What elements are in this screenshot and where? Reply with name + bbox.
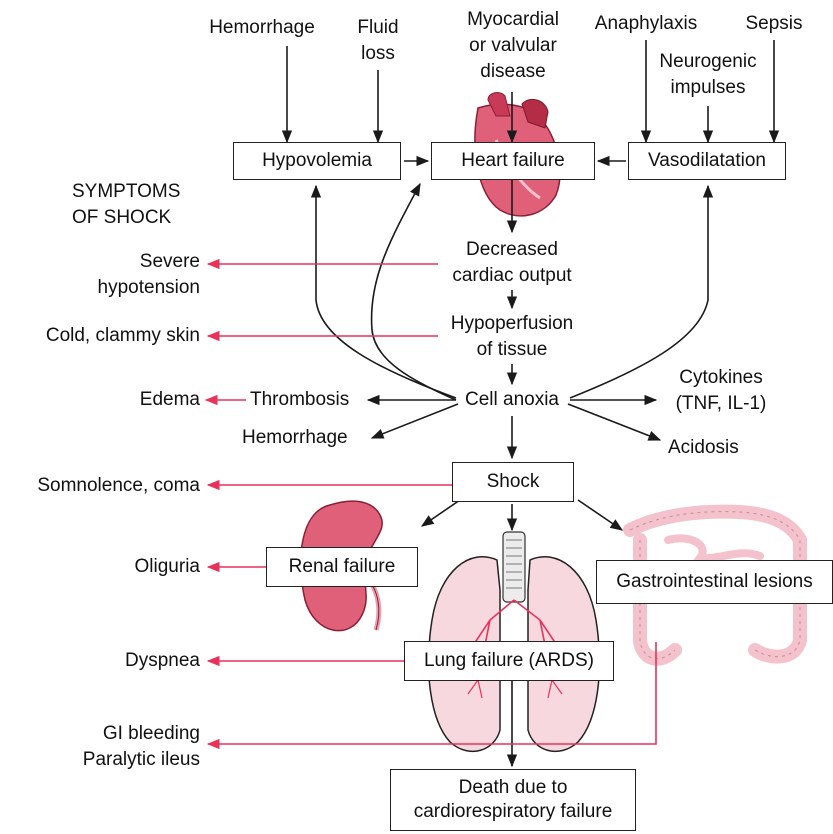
decreased-cardiac-output-line2: cardiac output: [432, 264, 592, 288]
cause-neurogenic-line1: Neurogenic: [644, 50, 772, 74]
symptom-somnolence-coma: Somnolence, coma: [0, 474, 200, 498]
death-box: Death due to cardiorespiratory failure: [390, 769, 636, 831]
symptom-paralytic-ileus: Paralytic ileus: [20, 748, 200, 772]
cause-anaphylaxis: Anaphylaxis: [582, 12, 710, 36]
hypoperfusion-line2: of tissue: [432, 338, 592, 362]
thrombosis-label: Thrombosis: [250, 388, 349, 412]
cause-myocardial-line3: disease: [448, 60, 578, 84]
symptom-gi-bleeding: GI bleeding: [40, 722, 200, 746]
cause-neurogenic-line2: impulses: [644, 76, 772, 100]
symptom-oliguria: Oliguria: [60, 555, 200, 579]
vasodilatation-box: Vasodilatation: [628, 142, 786, 180]
cause-myocardial-line2: or valvular: [448, 34, 578, 58]
gastrointestinal-lesions-box: Gastrointestinal lesions: [596, 560, 833, 604]
symptom-dyspnea: Dyspnea: [60, 649, 200, 673]
symptom-edema: Edema: [100, 388, 200, 412]
death-box-line2: cardiorespiratory failure: [414, 800, 613, 824]
symptoms-heading-line2: OF SHOCK: [72, 206, 171, 230]
cytokines-line1: Cytokines: [656, 366, 786, 390]
lung-failure-box: Lung failure (ARDS): [404, 641, 614, 681]
symptom-severe-line1: Severe: [60, 250, 200, 274]
acidosis-label: Acidosis: [668, 436, 739, 460]
heart-failure-box: Heart failure: [431, 142, 595, 180]
hypoperfusion-line1: Hypoperfusion: [432, 312, 592, 336]
cell-anoxia-label: Cell anoxia: [452, 388, 572, 412]
cause-hemorrhage: Hemorrhage: [194, 16, 330, 40]
shock-box: Shock: [452, 462, 574, 502]
symptoms-heading-line1: SYMPTOMS: [72, 180, 180, 204]
chain-hemorrhage-label: Hemorrhage: [242, 426, 348, 450]
cause-myocardial-line1: Myocardial: [448, 8, 578, 32]
symptom-severe-line2: hypotension: [60, 276, 200, 300]
renal-failure-box: Renal failure: [266, 547, 418, 587]
cause-fluid-loss-line1: Fluid: [346, 16, 410, 40]
cytokines-line2: (TNF, IL-1): [656, 392, 786, 416]
cause-fluid-loss-line2: loss: [346, 42, 410, 66]
decreased-cardiac-output-line1: Decreased: [432, 238, 592, 262]
symptom-cold-clammy-skin: Cold, clammy skin: [0, 324, 200, 348]
cause-sepsis: Sepsis: [734, 12, 814, 36]
death-box-line1: Death due to: [459, 776, 568, 800]
hypovolemia-box: Hypovolemia: [233, 142, 401, 180]
